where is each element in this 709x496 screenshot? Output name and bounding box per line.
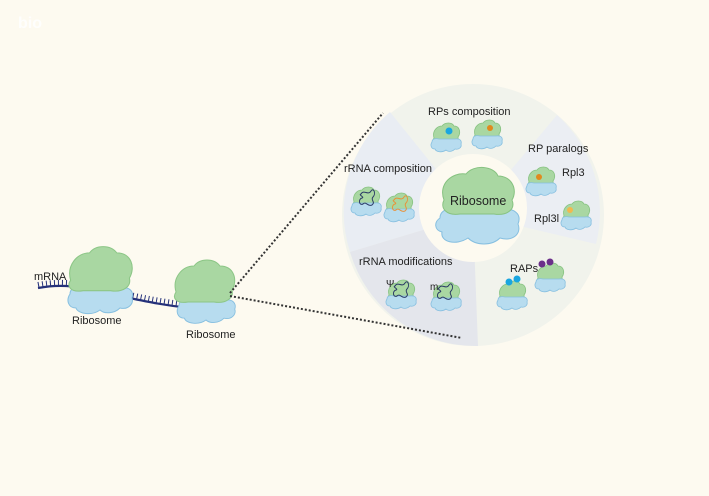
- rrna-composition-label: rRNA composition: [344, 163, 432, 175]
- rp-dot-blue: [445, 127, 453, 135]
- zoom-lines: [229, 112, 463, 339]
- rps-composition-ribosome-1: [430, 122, 462, 153]
- rpl3l-dot: [567, 207, 573, 213]
- rap-dot-purple-2: [546, 258, 554, 266]
- mrna-label: mRNA: [34, 271, 67, 283]
- rap-dot-blue-2: [513, 275, 521, 283]
- rp-dot-orange: [487, 125, 493, 131]
- rpl3-label: Rpl3: [562, 167, 585, 179]
- center-ribosome: [435, 167, 520, 245]
- rpl3-ribosome: [525, 166, 557, 197]
- rrna-modifications-label: rRNA modifications: [359, 256, 453, 268]
- psi-symbol: Ψ: [386, 279, 394, 290]
- rpl3l-label: Rpl3l: [534, 213, 559, 225]
- m-symbol: m: [430, 282, 438, 293]
- watermark-text: bio: [18, 15, 42, 32]
- ribosome-1: [67, 246, 133, 315]
- raps-ribosome-1: [496, 275, 528, 311]
- rap-dot-purple-1: [538, 260, 546, 268]
- ribosome-2: [174, 259, 236, 324]
- rps-composition-ribosome-2: [471, 119, 503, 150]
- rap-dot-blue-1: [505, 278, 513, 286]
- rpl3l-ribosome: [560, 200, 592, 231]
- raps-ribosome-2: [534, 258, 566, 293]
- ribosome-2-label: Ribosome: [186, 329, 236, 341]
- center-ribosome-label: Ribosome: [450, 194, 506, 208]
- ribosome-1-label: Ribosome: [72, 315, 122, 327]
- rpl3-dot: [536, 174, 542, 180]
- rps-composition-label: RPs composition: [428, 106, 511, 118]
- raps-label: RAPs: [510, 263, 539, 275]
- rp-paralogs-label: RP paralogs: [528, 143, 589, 155]
